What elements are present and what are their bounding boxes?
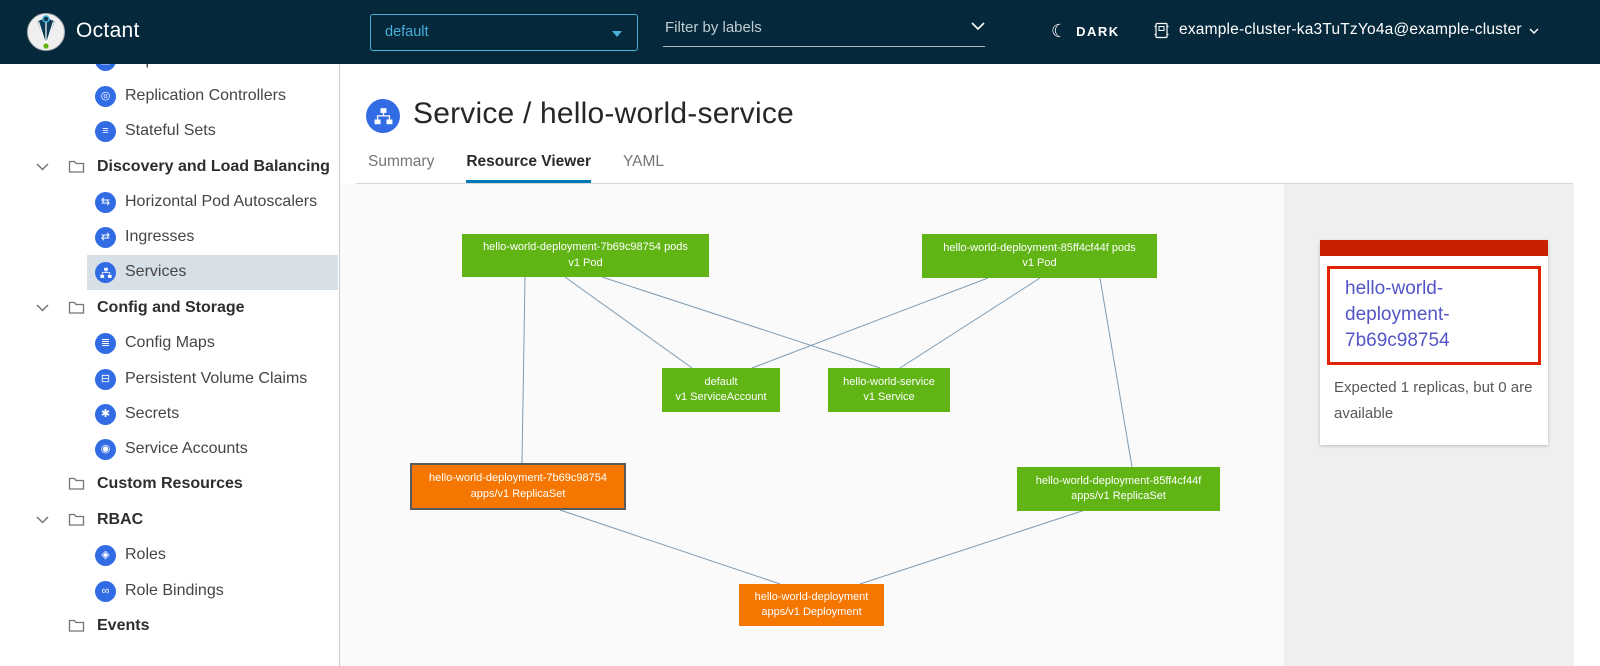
tab-bar: Summary Resource Viewer YAML: [368, 153, 664, 183]
theme-toggle-label: DARK: [1076, 24, 1120, 39]
chevron-down-icon: [1529, 28, 1539, 35]
sidebar-item-role-bindings[interactable]: ∞ Role Bindings: [0, 574, 338, 609]
status-error-bar: [1320, 240, 1548, 256]
sidebar-folder-events[interactable]: Events: [0, 609, 338, 644]
tab-summary[interactable]: Summary: [368, 153, 434, 183]
theme-toggle-button[interactable]: ☾ DARK: [1051, 20, 1120, 42]
folder-icon: [68, 159, 85, 174]
replica-sets-icon: ▦: [95, 64, 116, 71]
tab-yaml[interactable]: YAML: [623, 153, 664, 183]
sidebar-item-horizontal-pod-autoscalers[interactable]: ⇆ Horizontal Pod Autoscalers: [0, 185, 338, 220]
services-icon: [95, 262, 116, 283]
chevron-down-icon[interactable]: [36, 304, 49, 312]
sidebar-item-ingresses[interactable]: ⇄ Ingresses: [0, 220, 338, 255]
chevron-down-icon[interactable]: [971, 22, 985, 31]
folder-icon: [68, 300, 85, 315]
detail-card: hello-world-deployment-7b69c98754 Expect…: [1320, 240, 1548, 445]
folder-icon: [68, 512, 85, 527]
namespace-select[interactable]: default: [370, 14, 638, 51]
sidebar-item-service-accounts[interactable]: ◉ Service Accounts: [0, 432, 338, 467]
top-navbar: Octant default ☾ DARK example-clust: [0, 0, 1600, 64]
detail-card-message: Expected 1 replicas, but 0 are available: [1320, 365, 1548, 432]
role-bindings-icon: ∞: [95, 581, 116, 602]
label-filter: [663, 16, 985, 47]
caret-down-icon: [612, 31, 622, 37]
roles-icon: ◈: [95, 545, 116, 566]
sidebar-item-replication-controllers[interactable]: ◎ Replication Controllers: [0, 79, 338, 114]
sidebar-nav: ▦ Replica Sets ◎ Replication Controllers…: [0, 64, 340, 666]
config-maps-icon: ≣: [95, 333, 116, 354]
hpa-icon: ⇆: [95, 192, 116, 213]
chevron-down-icon[interactable]: [36, 516, 49, 524]
moon-icon: ☾: [1051, 20, 1067, 42]
label-filter-input[interactable]: [665, 19, 955, 36]
ingresses-icon: ⇄: [95, 227, 116, 248]
sidebar-group-rbac[interactable]: RBAC: [0, 503, 338, 538]
tab-divider: [356, 183, 1573, 184]
secrets-icon: ✱: [95, 404, 116, 425]
pvc-icon: ⊟: [95, 369, 116, 390]
graph-node-pod-85ff4cf44f[interactable]: hello-world-deployment-85ff4cf44f pods v…: [922, 234, 1157, 278]
sidebar-item-services[interactable]: Services: [0, 255, 338, 290]
cluster-context-label: example-cluster-ka3TuTzYo4a@example-clus…: [1179, 21, 1522, 39]
cluster-context-switcher[interactable]: example-cluster-ka3TuTzYo4a@example-clus…: [1153, 20, 1539, 39]
replication-controllers-icon: ◎: [95, 86, 116, 107]
stateful-sets-icon: ≡: [95, 121, 116, 142]
page-title: Service / hello-world-service: [413, 97, 794, 131]
service-icon: [366, 99, 400, 133]
detail-panel: hello-world-deployment-7b69c98754 Expect…: [1284, 184, 1574, 666]
sidebar-item-secrets[interactable]: ✱ Secrets: [0, 397, 338, 432]
sidebar-item-config-maps[interactable]: ≣ Config Maps: [0, 326, 338, 361]
sidebar-folder-custom-resources[interactable]: Custom Resources: [0, 467, 338, 502]
folder-icon: [68, 618, 85, 633]
tab-resource-viewer[interactable]: Resource Viewer: [466, 153, 591, 183]
namespace-select-value: default: [385, 24, 429, 40]
app-title: Octant: [76, 19, 140, 43]
sidebar-group-discovery-and-load-balancing[interactable]: Discovery and Load Balancing: [0, 150, 338, 185]
graph-node-pod-7b69c98754[interactable]: hello-world-deployment-7b69c98754 pods v…: [462, 234, 709, 277]
graph-node-serviceaccount-default[interactable]: default v1 ServiceAccount: [662, 368, 780, 412]
cluster-icon: [1153, 22, 1170, 39]
sidebar-group-config-and-storage[interactable]: Config and Storage: [0, 291, 338, 326]
sidebar-item-persistent-volume-claims[interactable]: ⊟ Persistent Volume Claims: [0, 362, 338, 397]
folder-icon: [68, 476, 85, 491]
detail-card-title-link[interactable]: hello-world-deployment-7b69c98754: [1327, 266, 1541, 365]
chevron-down-icon[interactable]: [36, 163, 49, 171]
sidebar-item-stateful-sets[interactable]: ≡ Stateful Sets: [0, 114, 338, 149]
service-accounts-icon: ◉: [95, 439, 116, 460]
graph-node-replicaset-85ff4cf44f[interactable]: hello-world-deployment-85ff4cf44f apps/v…: [1017, 467, 1220, 511]
octant-logo-icon: [26, 12, 66, 52]
resource-graph: hello-world-deployment-7b69c98754 pods v…: [340, 184, 1284, 666]
graph-node-service-hello-world[interactable]: hello-world-service v1 Service: [828, 368, 950, 412]
sidebar-item-roles[interactable]: ◈ Roles: [0, 538, 338, 573]
graph-node-replicaset-7b69c98754[interactable]: hello-world-deployment-7b69c98754 apps/v…: [410, 463, 626, 510]
sidebar-item-replica-sets[interactable]: ▦ Replica Sets: [0, 64, 338, 78]
graph-node-deployment-hello-world[interactable]: hello-world-deployment apps/v1 Deploymen…: [739, 584, 884, 626]
